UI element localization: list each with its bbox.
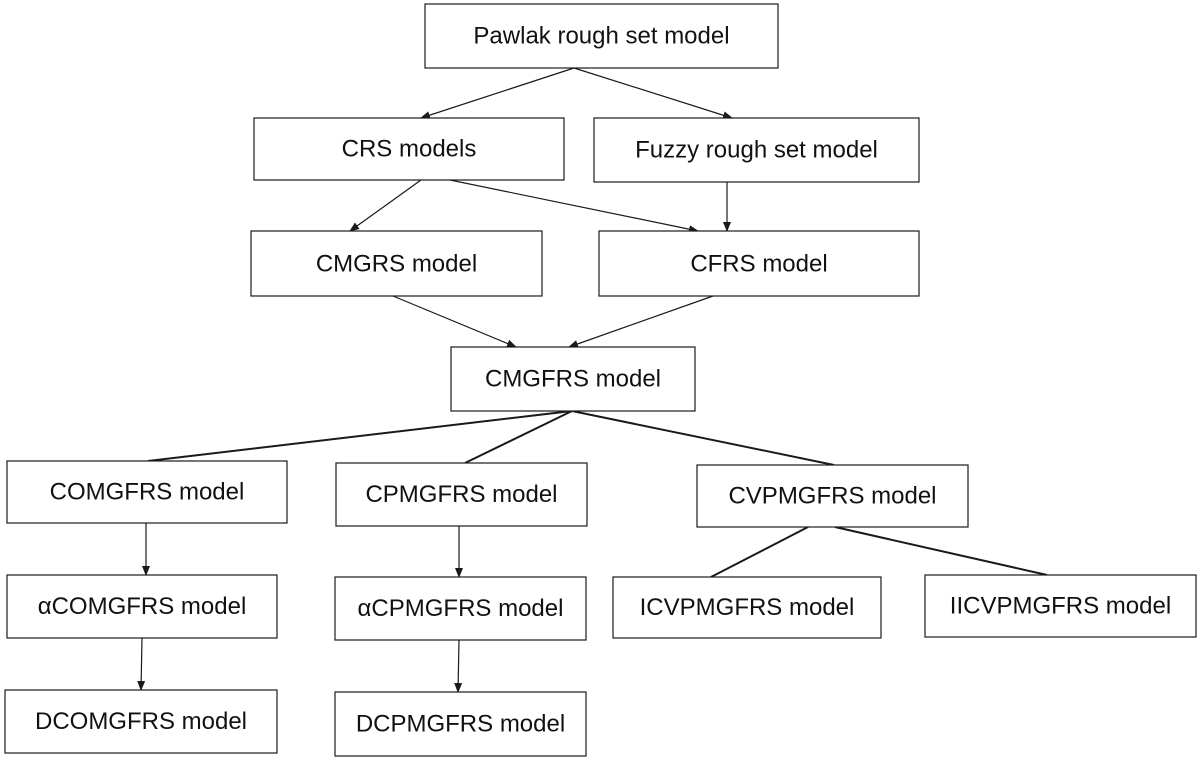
node-label: Pawlak rough set model bbox=[473, 23, 729, 50]
node-cvpmgfrs: CVPMGFRS model bbox=[696, 464, 969, 528]
edge-cfrs-to-cmgfrs bbox=[568, 295, 714, 348]
node-label: DCPMGFRS model bbox=[356, 711, 565, 738]
node-iicvpmgfrs: IICVPMGFRS model bbox=[924, 574, 1197, 638]
node-acomgfrs: αCOMGFRS model bbox=[6, 574, 278, 639]
node-icvpmgfrs: ICVPMGFRS model bbox=[612, 576, 882, 639]
node-box bbox=[424, 3, 779, 69]
edge-cmgfrs-to-cvpmgfrs bbox=[571, 410, 835, 466]
node-cmgfrs: CMGFRS model bbox=[450, 346, 696, 412]
node-box bbox=[334, 691, 587, 757]
node-label: COMGFRS model bbox=[50, 479, 245, 506]
node-box bbox=[593, 117, 920, 183]
node-box bbox=[6, 460, 288, 524]
node-cpmgfrs: CPMGFRS model bbox=[335, 462, 588, 527]
node-dcomgfrs: DCOMGFRS model bbox=[4, 689, 278, 754]
edge-cvpmgfrs-to-icvpmgfrs bbox=[710, 526, 809, 578]
edge-crs-to-cfrs bbox=[449, 179, 699, 234]
node-box bbox=[450, 346, 696, 412]
node-label: αCOMGFRS model bbox=[38, 593, 247, 620]
edge-pawlak-to-crs bbox=[420, 67, 575, 120]
node-pawlak: Pawlak rough set model bbox=[424, 3, 779, 69]
node-box bbox=[253, 117, 565, 181]
node-label: ICVPMGFRS model bbox=[640, 594, 855, 621]
node-box bbox=[612, 576, 882, 639]
edges bbox=[137, 67, 1048, 693]
node-label: CMGFRS model bbox=[485, 366, 661, 393]
edge-cmgrs-to-cmgfrs bbox=[392, 295, 517, 348]
node-box bbox=[598, 230, 920, 297]
edge-cmgfrs-to-cpmgfrs bbox=[464, 410, 573, 464]
node-label: DCOMGFRS model bbox=[35, 708, 247, 735]
edge-acomgfrs-to-dcomgfrs bbox=[137, 637, 146, 691]
node-label: Fuzzy rough set model bbox=[635, 137, 878, 164]
node-box bbox=[335, 462, 588, 527]
node-box bbox=[4, 689, 278, 754]
node-label: CFRS model bbox=[690, 251, 827, 278]
node-comgfrs: COMGFRS model bbox=[6, 460, 288, 524]
node-box bbox=[696, 464, 969, 528]
node-label: CRS models bbox=[342, 136, 477, 163]
node-dcpmgfrs: DCPMGFRS model bbox=[334, 691, 587, 757]
node-box bbox=[250, 230, 543, 297]
edge-crs-to-cmgrs bbox=[349, 179, 422, 232]
node-label: CMGRS model bbox=[316, 251, 477, 278]
node-box bbox=[6, 574, 278, 639]
node-label: IICVPMGFRS model bbox=[950, 593, 1171, 620]
node-crs: CRS models bbox=[253, 117, 565, 181]
edge-acpmgfrs-to-dcpmgfrs bbox=[454, 639, 463, 693]
node-cfrs: CFRS model bbox=[598, 230, 920, 297]
edge-cmgfrs-to-comgfrs bbox=[147, 410, 573, 462]
node-label: CPMGFRS model bbox=[365, 481, 557, 508]
node-acpmgfrs: αCPMGFRS model bbox=[334, 576, 587, 641]
node-box bbox=[334, 576, 587, 641]
node-cmgrs: CMGRS model bbox=[250, 230, 543, 297]
node-box bbox=[924, 574, 1197, 638]
node-label: αCPMGFRS model bbox=[358, 595, 564, 622]
edge-cvpmgfrs-to-iicvpmgfrs bbox=[834, 526, 1048, 576]
node-label: CVPMGFRS model bbox=[728, 483, 936, 510]
node-fuzzy: Fuzzy rough set model bbox=[593, 117, 920, 183]
edge-pawlak-to-fuzzy bbox=[573, 67, 733, 120]
